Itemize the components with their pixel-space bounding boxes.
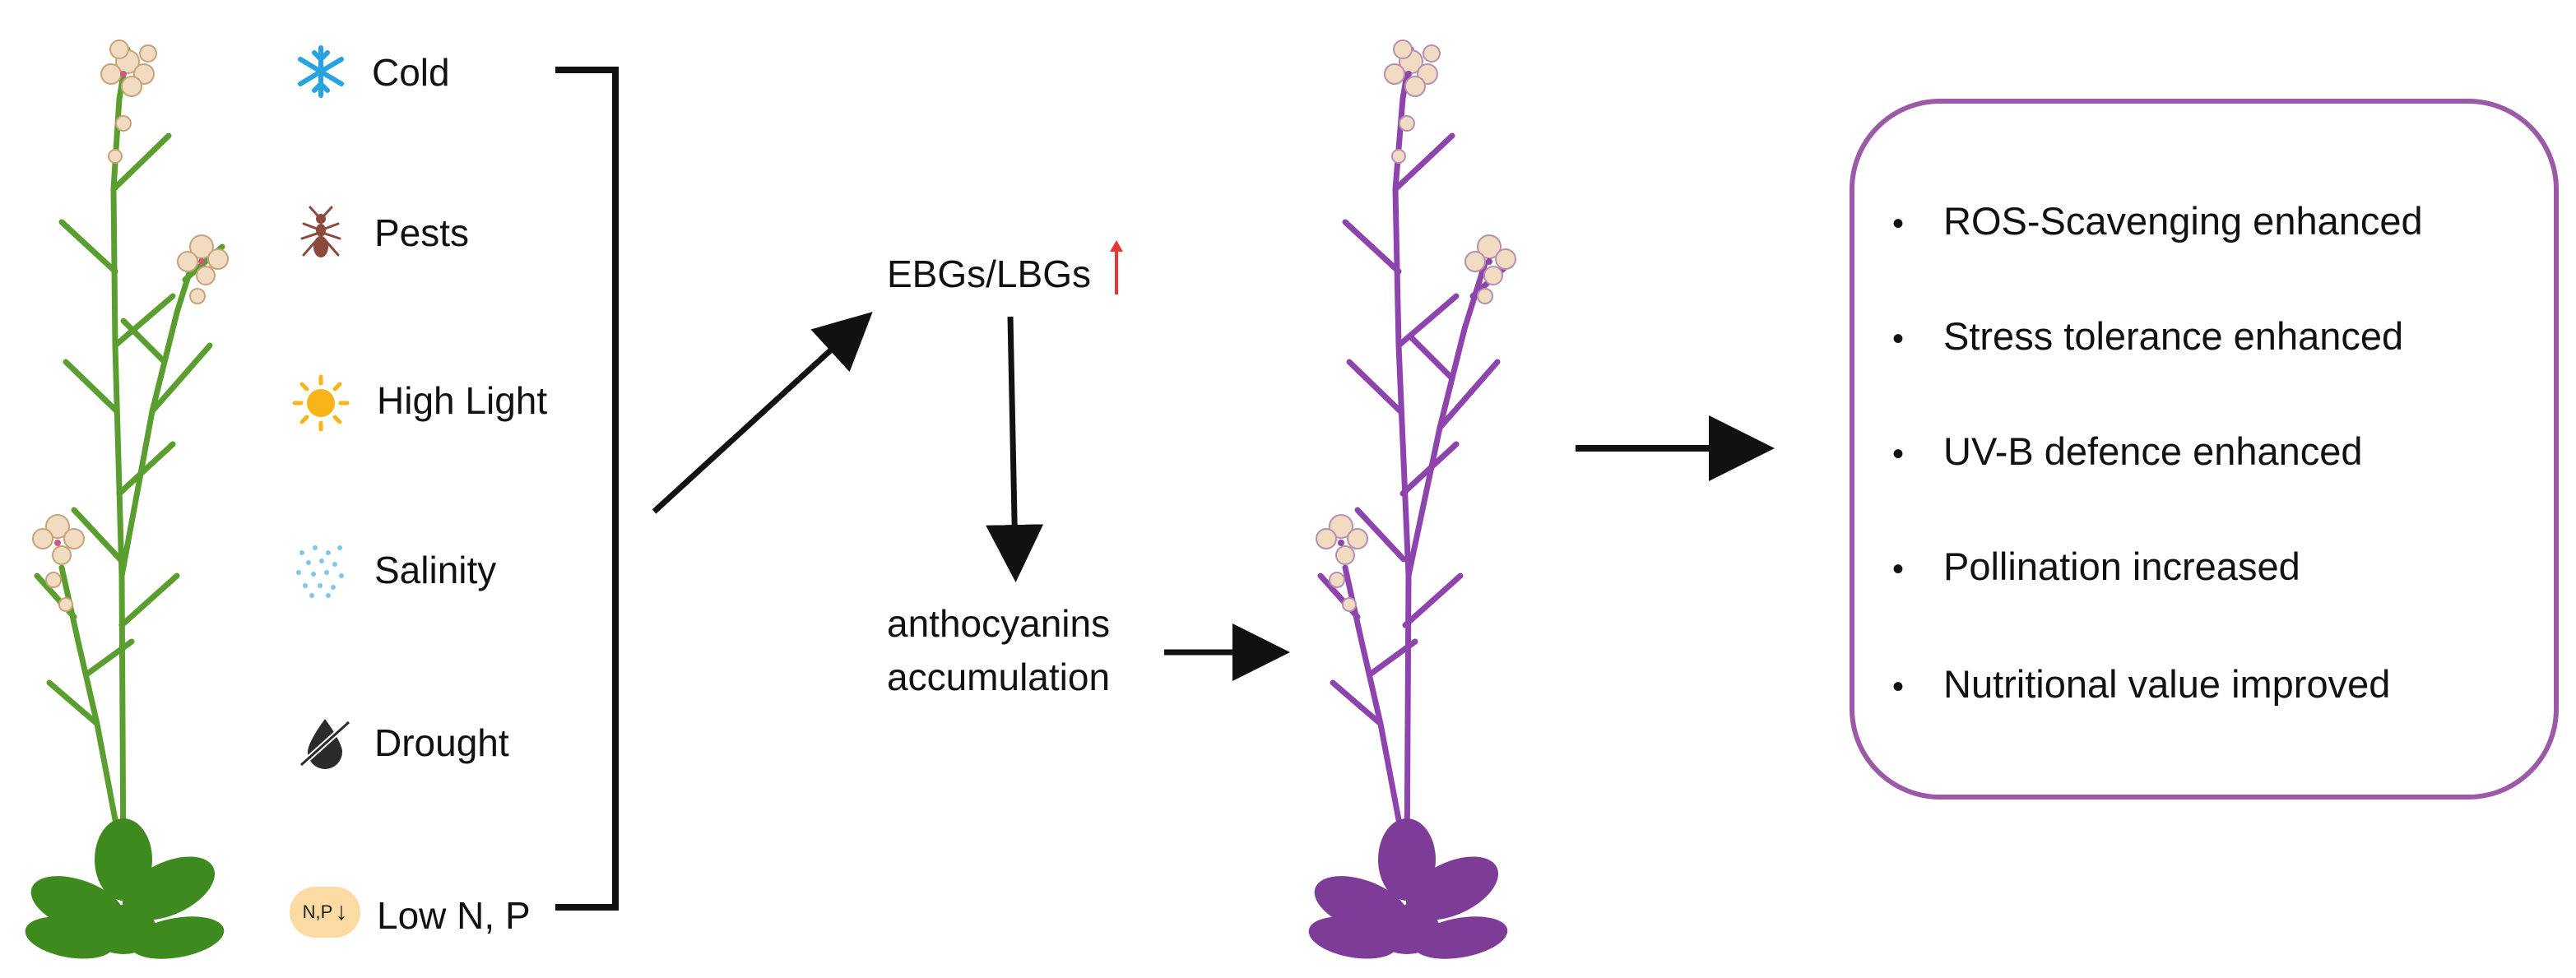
effect-item: • Stress tolerance enhanced <box>1892 317 2403 355</box>
stress-bracket <box>555 67 619 911</box>
effect-item: • ROS-Scavenging enhanced <box>1892 202 2423 240</box>
insect-icon <box>300 206 341 257</box>
arrow-to-genes <box>652 312 873 514</box>
drought-icon <box>299 719 351 769</box>
bullet: • <box>1892 551 1905 587</box>
effect-text: Pollination increased <box>1943 545 2300 588</box>
stress-label-pests: Pests <box>374 211 470 254</box>
effects-box <box>1850 99 2559 800</box>
effect-text: UV-B defence enhanced <box>1943 429 2363 473</box>
effect-text: ROS-Scavenging enhanced <box>1943 199 2423 243</box>
stress-label-drought: Drought <box>374 721 509 764</box>
effect-item: • Nutritional value improved <box>1892 665 2390 703</box>
snowflake-icon <box>298 45 344 98</box>
nutrient-low-icon: N,P ↓ <box>290 887 360 938</box>
stress-label-salinity: Salinity <box>374 549 497 591</box>
stress-label-high-light: High Light <box>377 379 548 422</box>
accumulation-label: accumulation <box>887 656 1111 698</box>
down-arrow-icon: ↓ <box>335 898 348 925</box>
bullet: • <box>1892 669 1905 705</box>
bullet: • <box>1892 206 1905 242</box>
stress-label-low-n-p: Low N, P <box>377 894 531 937</box>
arrow-to-anthocyanins <box>986 316 1044 582</box>
sun-icon <box>292 374 350 432</box>
salt-dots-icon <box>296 545 344 598</box>
anthocyanins-label: anthocyanins <box>887 602 1111 645</box>
bullet: • <box>1892 321 1905 357</box>
stress-label-cold: Cold <box>372 51 450 94</box>
effect-text: Nutritional value improved <box>1943 662 2391 706</box>
nutrient-badge-text: N,P <box>302 902 333 922</box>
bullet: • <box>1892 436 1905 472</box>
effect-item: • UV-B defence enhanced <box>1892 432 2363 470</box>
effect-text: Stress tolerance enhanced <box>1943 314 2404 358</box>
genes-label: EBGs/LBGs <box>887 253 1091 295</box>
effect-item: • Pollination increased <box>1892 547 2300 586</box>
